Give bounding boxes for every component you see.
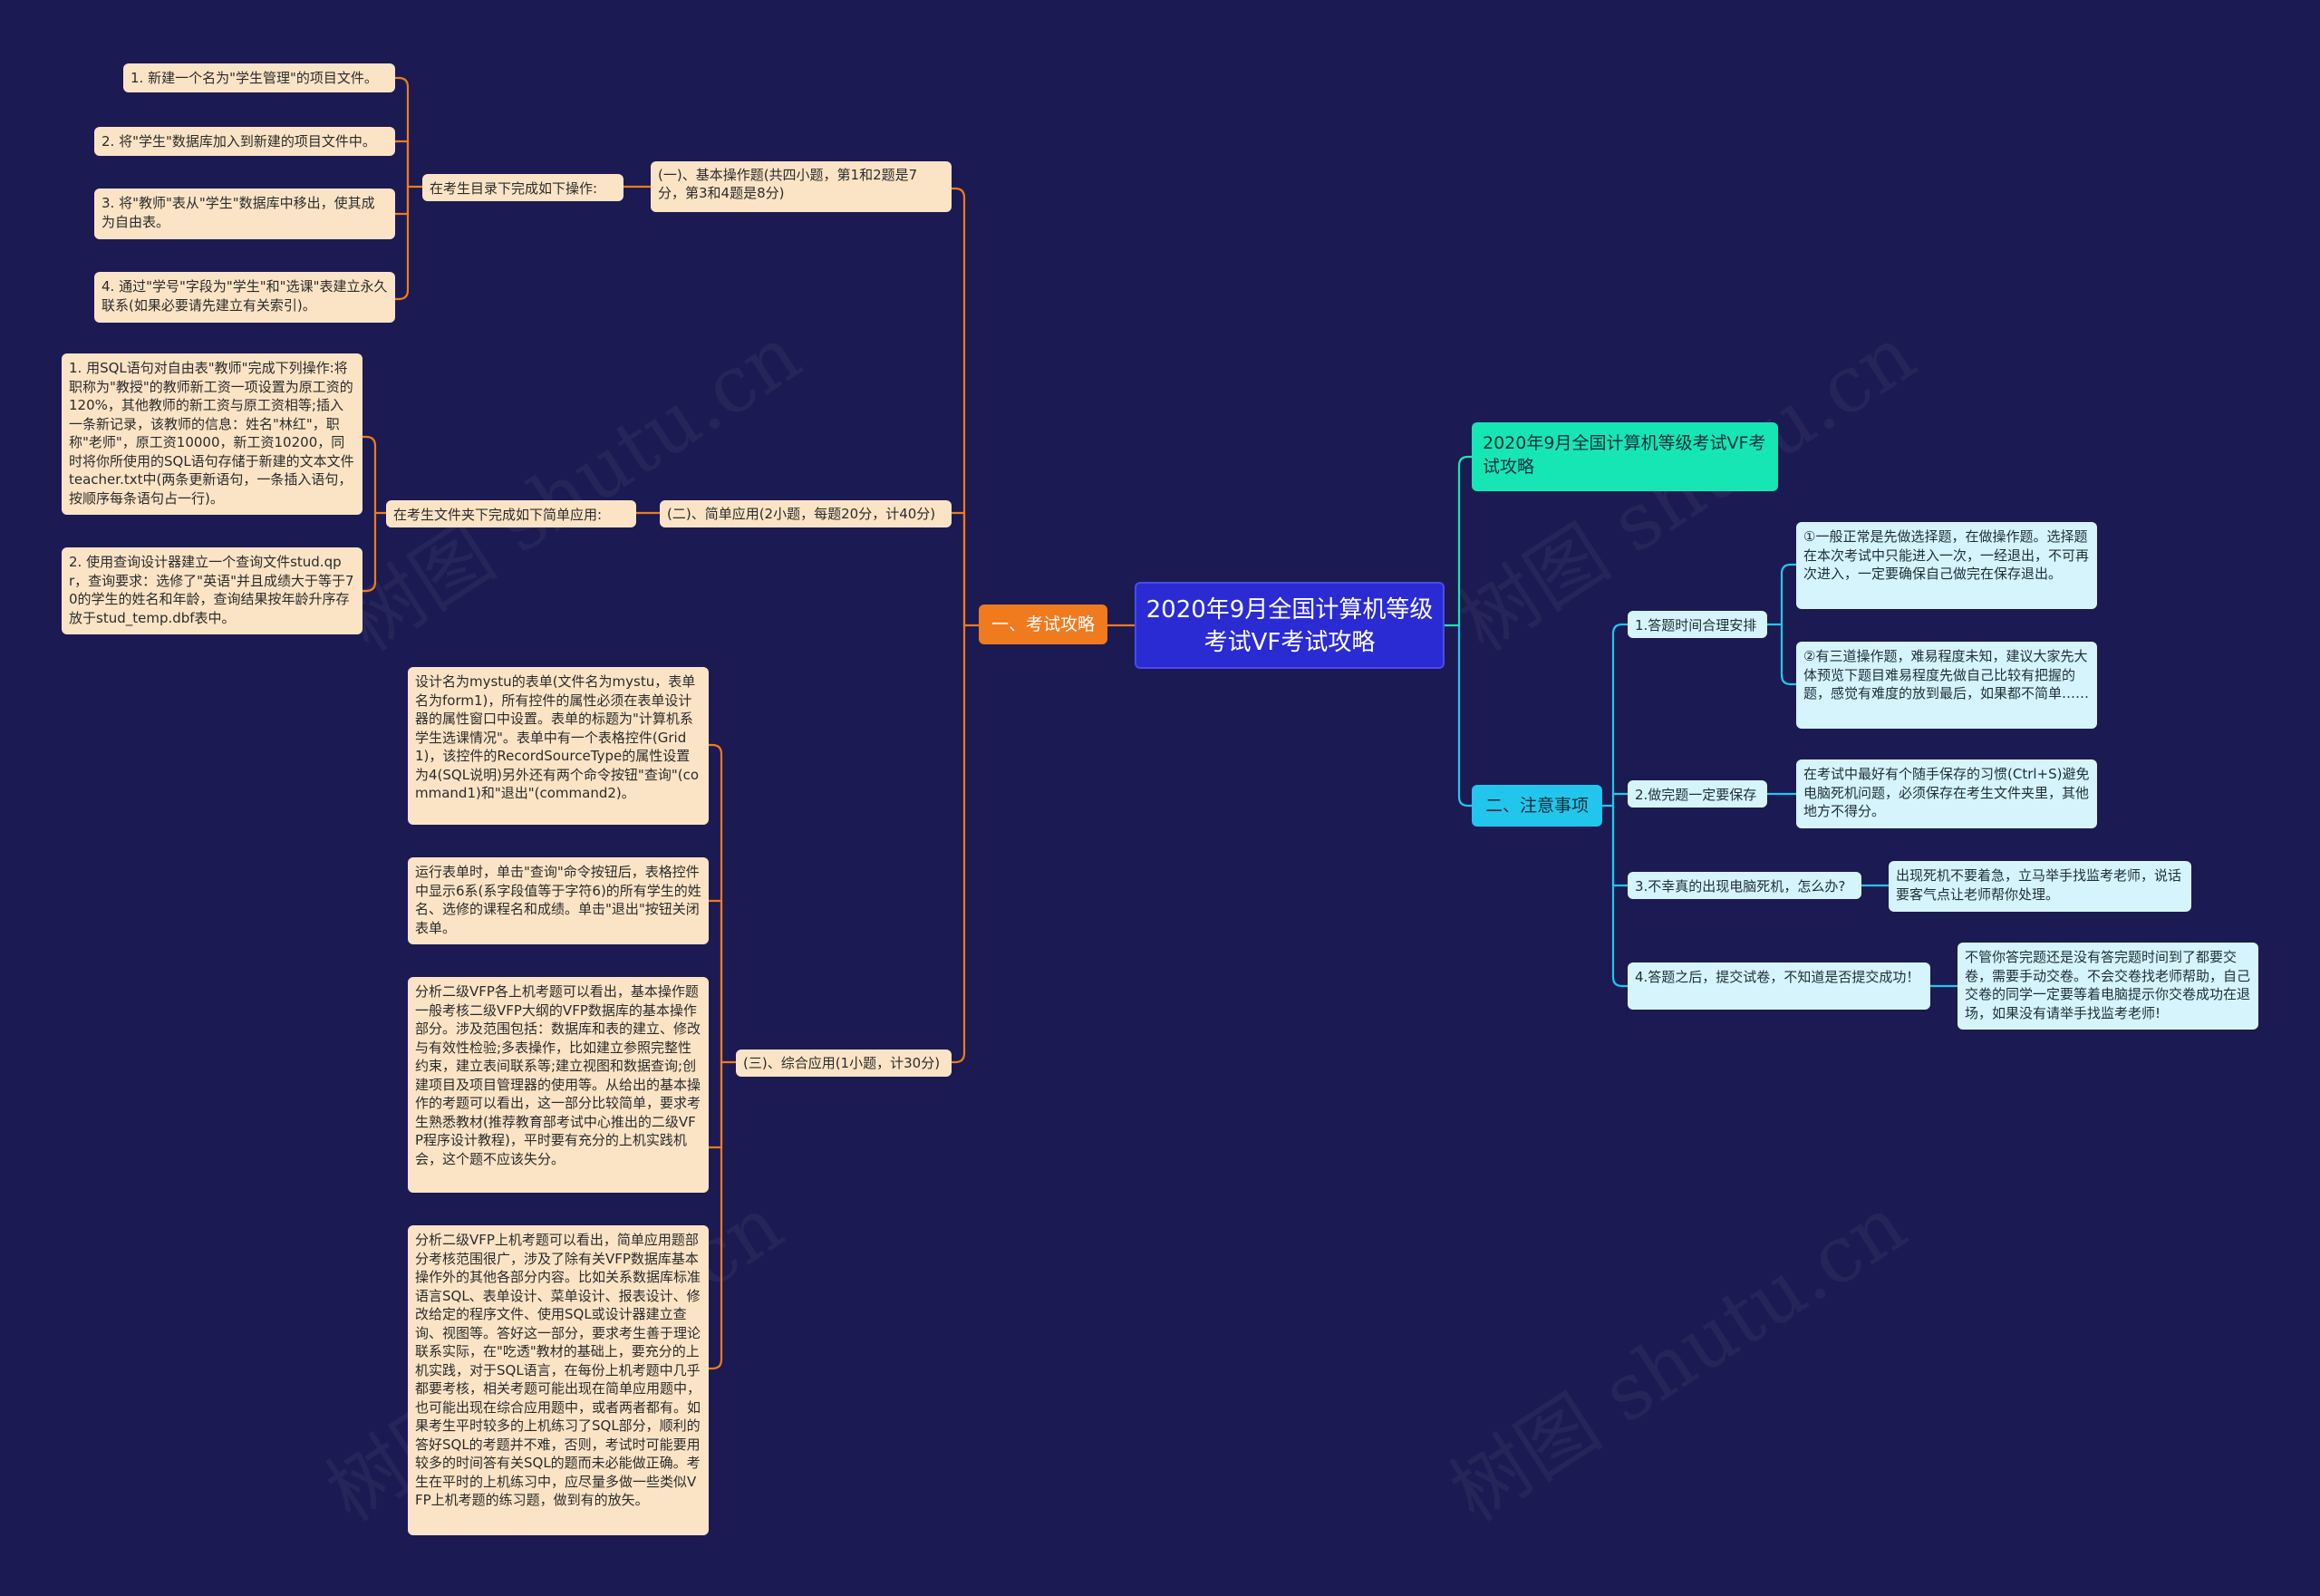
- notes-item-3[interactable]: 3.不幸真的出现电脑死机，怎么办?: [1628, 872, 1861, 899]
- comprehensive-item-1[interactable]: 设计名为mystu的表单(文件名为mystu，表单名为form1)，所有控件的属…: [408, 667, 709, 825]
- branch-title-node[interactable]: 2020年9月全国计算机等级考试VF考试攻略: [1472, 422, 1778, 491]
- simple-instruction[interactable]: 在考生文件夹下完成如下简单应用:: [386, 500, 636, 527]
- branch-notes[interactable]: 二、注意事项: [1472, 785, 1602, 827]
- notes-item-2[interactable]: 2.做完题一定要保存: [1628, 780, 1767, 808]
- basic-instruction[interactable]: 在考生目录下完成如下操作:: [422, 174, 624, 201]
- simple-item-2[interactable]: 2. 使用查询设计器建立一个查询文件stud.qpr，查询要求：选修了"英语"并…: [62, 547, 362, 634]
- comprehensive-item-3[interactable]: 分析二级VFP各上机考题可以看出，基本操作题一般考核二级VFP大纲的VFP数据库…: [408, 977, 709, 1193]
- notes-item-1[interactable]: 1.答题时间合理安排: [1628, 611, 1767, 638]
- basic-item-1[interactable]: 1. 新建一个名为"学生管理"的项目文件。: [123, 63, 395, 92]
- notes-item-1-leaf-2[interactable]: ②有三道操作题，难易程度未知，建议大家先大体预览下题目难易程度先做自己比较有把握…: [1796, 642, 2097, 729]
- notes-item-2-leaf[interactable]: 在考试中最好有个随手保存的习惯(Ctrl+S)避免电脑死机问题，必须保存在考生文…: [1796, 759, 2097, 828]
- notes-item-4-leaf[interactable]: 不管你答完题还是没有答完题时间到了都要交卷，需要手动交卷。不会交卷找老师帮助，自…: [1958, 943, 2258, 1030]
- notes-item-3-leaf[interactable]: 出现死机不要着急，立马举手找监考老师，说话要客气点让老师帮你处理。: [1889, 861, 2191, 912]
- simple-item-1[interactable]: 1. 用SQL语句对自由表"教师"完成下列操作:将职称为"教授"的教师新工资一项…: [62, 353, 362, 515]
- basic-item-3[interactable]: 3. 将"教师"表从"学生"数据库中移出，使其成为自由表。: [94, 189, 395, 239]
- basic-item-2[interactable]: 2. 将"学生"数据库加入到新建的项目文件中。: [94, 127, 395, 156]
- notes-item-1-leaf-1[interactable]: ①一般正常是先做选择题，在做操作题。选择题在本次考试中只能进入一次，一经退出，不…: [1796, 522, 2097, 609]
- comprehensive-item-2[interactable]: 运行表单时，单击"查询"命令按钮后，表格控件中显示6系(系字段值等于字符6)的所…: [408, 857, 709, 944]
- category-simple-application[interactable]: (二)、简单应用(2小题，每题20分，计40分): [660, 500, 952, 527]
- branch-exam-strategy[interactable]: 一、考试攻略: [979, 605, 1107, 644]
- comprehensive-item-4[interactable]: 分析二级VFP上机考题可以看出，简单应用题部分考核范围很广，涉及了除有关VFP数…: [408, 1225, 709, 1535]
- basic-item-4[interactable]: 4. 通过"学号"字段为"学生"和"选课"表建立永久联系(如果必要请先建立有关索…: [94, 272, 395, 323]
- notes-item-4[interactable]: 4.答题之后，提交试卷，不知道是否提交成功！: [1628, 962, 1930, 1010]
- category-basic-operations[interactable]: (一)、基本操作题(共四小题，第1和2题是7分，第3和4题是8分): [651, 161, 952, 212]
- category-comprehensive-application[interactable]: (三)、综合应用(1小题，计30分): [736, 1049, 952, 1077]
- root-topic[interactable]: 2020年9月全国计算机等级考试VF考试攻略: [1135, 582, 1445, 669]
